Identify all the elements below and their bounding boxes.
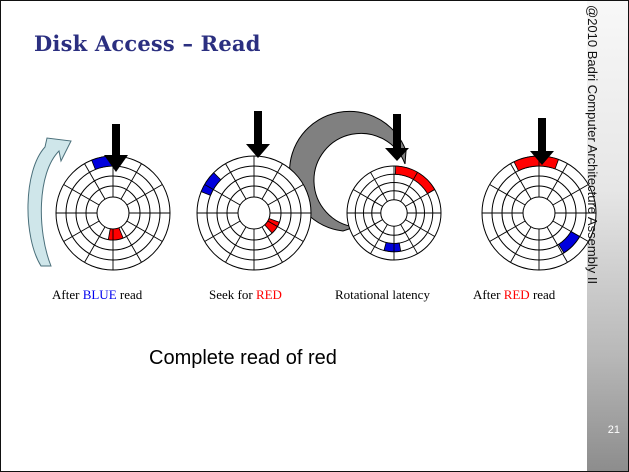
main-statement: Complete read of red — [149, 347, 337, 369]
sector-spoke — [63, 220, 100, 242]
sector-spoke — [84, 163, 106, 200]
sector-spoke — [489, 220, 526, 242]
sector-spoke — [370, 224, 388, 254]
sector-spoke — [126, 220, 163, 242]
sidebar-band — [587, 1, 628, 471]
caption-highlight: RED — [255, 287, 282, 302]
sector-spoke — [204, 184, 241, 206]
head-arrow-2 — [246, 111, 270, 158]
track-ring — [96, 196, 130, 230]
caption-rotational-latency: Rotational latency — [335, 287, 430, 303]
sector-spoke — [261, 163, 283, 200]
sector-spoke — [267, 184, 304, 206]
sector-spoke — [510, 226, 532, 263]
red-sector — [107, 227, 124, 241]
sector-spoke — [400, 224, 418, 254]
slide-title: Disk Access – Read — [34, 31, 261, 56]
sector-spoke — [405, 219, 435, 237]
caption-text: read — [529, 287, 556, 302]
head-arrow-4 — [530, 118, 554, 165]
sector-spoke — [353, 189, 383, 207]
caption-after-red-read: After RED read — [473, 287, 555, 303]
caption-seek-for-red: Seek for RED — [209, 287, 282, 303]
sector-spoke — [510, 163, 532, 200]
sector-spoke — [120, 226, 142, 263]
caption-text: After — [473, 287, 504, 302]
head-arrow-1 — [104, 124, 128, 172]
sector-spoke — [120, 163, 142, 200]
sector-spoke — [126, 184, 163, 206]
track-ring — [522, 196, 556, 230]
disk-2 — [196, 155, 312, 271]
caption-highlight: RED — [503, 287, 530, 302]
sector-spoke — [552, 184, 589, 206]
head-arrow-3 — [385, 114, 409, 161]
caption-text: After — [52, 287, 83, 302]
blue-sector — [558, 230, 581, 254]
track-ring — [380, 199, 408, 227]
sector-spoke — [405, 189, 435, 207]
sector-spoke — [63, 184, 100, 206]
sector-spoke — [400, 172, 418, 202]
caption-highlight: BLUE — [82, 287, 117, 302]
sidebar-copyright-text: @2010 Badri Computer Architecture Assemb… — [585, 5, 600, 285]
caption-text: read — [116, 287, 143, 302]
sector-spoke — [370, 172, 388, 202]
caption-text: Rotational latency — [335, 287, 430, 302]
red-sector — [513, 155, 560, 172]
rotation-arrow-icon — [27, 137, 72, 267]
sector-spoke — [84, 226, 106, 263]
page-number: 21 — [607, 424, 620, 436]
sector-spoke — [225, 226, 247, 263]
caption-text: Seek for — [209, 287, 256, 302]
sector-spoke — [546, 163, 568, 200]
disk-3 — [346, 165, 442, 261]
sector-spoke — [267, 220, 304, 242]
sector-spoke — [489, 184, 526, 206]
sector-spoke — [546, 226, 568, 263]
blue-sector — [383, 241, 402, 253]
disk-4 — [481, 155, 597, 271]
sector-spoke — [552, 220, 589, 242]
sector-spoke — [261, 226, 283, 263]
disk-1 — [55, 155, 171, 271]
latency-arc — [289, 110, 407, 232]
sector-spoke — [353, 219, 383, 237]
sector-spoke — [225, 163, 247, 200]
sector-spoke — [204, 220, 241, 242]
caption-after-blue-read: After BLUE read — [52, 287, 142, 303]
